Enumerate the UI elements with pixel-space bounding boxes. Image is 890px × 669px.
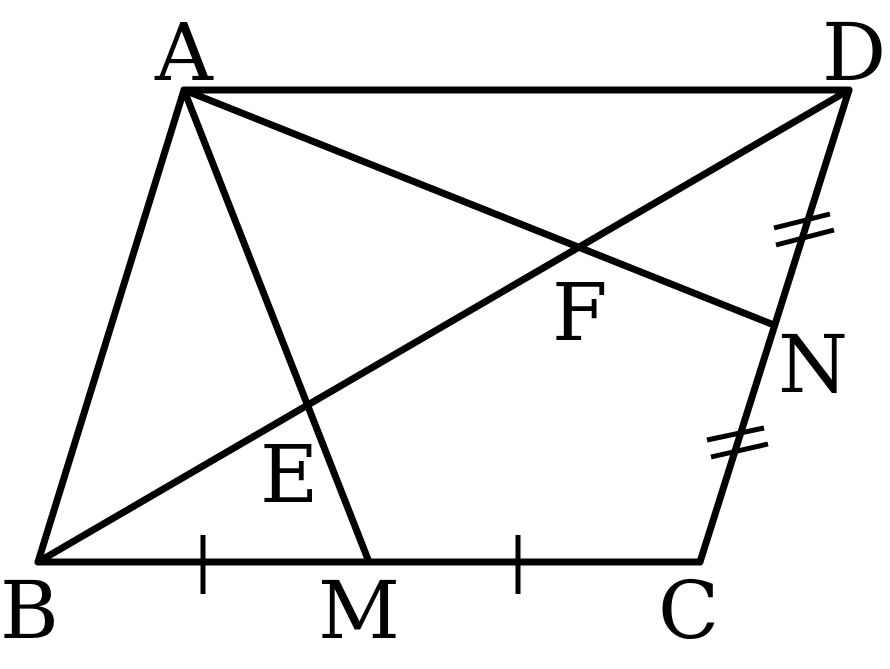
label-d: D [822, 6, 886, 99]
double-tick-cn-1 [706, 425, 765, 443]
label-a: A [154, 6, 214, 99]
label-m: M [318, 564, 400, 657]
label-e: E [260, 428, 318, 521]
double-tick-nd-1 [773, 211, 831, 231]
side-ab [34, 86, 188, 566]
label-c: C [658, 564, 719, 657]
label-b: B [0, 564, 59, 657]
diagonal-bd [34, 86, 853, 566]
segment-am [180, 86, 373, 566]
label-n: N [778, 318, 848, 411]
segment-an [180, 86, 778, 329]
double-tick-cn-2 [710, 441, 769, 460]
label-f: F [552, 266, 608, 359]
double-tick-nd-2 [775, 227, 835, 248]
